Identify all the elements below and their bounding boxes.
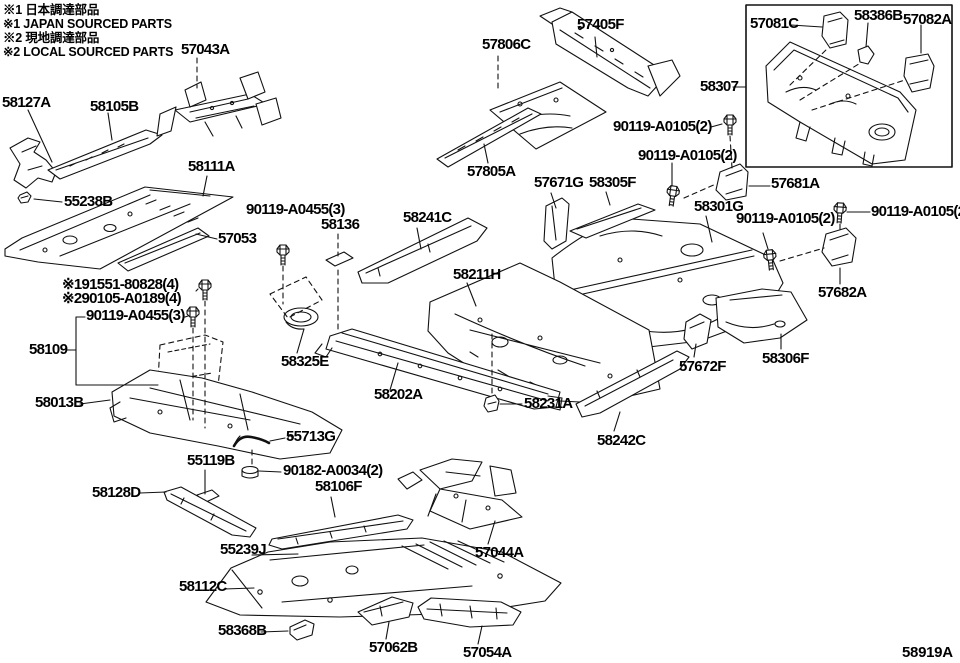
part-58241c — [357, 217, 488, 284]
part-58128d — [163, 486, 257, 538]
label-57405f: 57405F — [577, 16, 624, 33]
part-57062b — [357, 596, 414, 626]
label-58306f: 58306F — [762, 350, 809, 367]
label-57681a: 57681A — [771, 175, 820, 192]
label-58241c: 58241C — [403, 209, 452, 226]
leader-lines — [27, 22, 922, 645]
part-58202a — [314, 328, 563, 411]
label-57054a: 57054A — [463, 644, 512, 661]
legend-line-4: ※2 LOCAL SOURCED PARTS — [3, 45, 174, 59]
part-57672f — [683, 313, 712, 350]
label-58231a: 58231A — [524, 395, 573, 412]
part-57043a — [156, 71, 282, 137]
diagram-code: 58919A — [902, 644, 953, 661]
label-55119b: 55119B — [187, 452, 235, 469]
label-57062b: 57062B — [369, 639, 418, 656]
label-58211h: 58211H — [453, 266, 501, 283]
label-55238b: 55238B — [64, 193, 113, 210]
label-58202a: 58202A — [374, 386, 423, 403]
label-90119-a0105-1: 90119-A0105(2) — [613, 118, 712, 135]
part-57682a — [821, 227, 857, 267]
label-57671g: 57671G — [534, 174, 584, 191]
label-55239j: 55239J — [220, 541, 267, 558]
label-58307: 58307 — [700, 78, 739, 95]
part-57405f — [539, 7, 681, 97]
part-57671g — [543, 197, 570, 250]
label-57082a: 57082A — [903, 11, 952, 28]
label-91551-80828: ※191551-80828(4) — [62, 276, 179, 293]
part-58106f — [268, 514, 414, 550]
label-55713g: 55713G — [286, 428, 336, 445]
part-57044a — [397, 458, 523, 530]
label-58013b: 58013B — [35, 394, 84, 411]
part-58231a — [483, 394, 500, 413]
label-90119-a0105-4: 90119-A0105(2) — [871, 203, 960, 220]
label-58325e: 58325E — [281, 353, 329, 370]
part-58111a-under-cover — [4, 186, 234, 270]
label-58128d: 58128D — [92, 484, 141, 501]
part-57681a — [715, 163, 749, 201]
label-58105b: 58105B — [90, 98, 139, 115]
part-57805a — [436, 107, 542, 168]
part-90182-nut — [241, 465, 259, 479]
label-58136: 58136 — [321, 216, 360, 233]
part-58368b — [289, 619, 315, 641]
label-57682a: 57682A — [818, 284, 867, 301]
label-58127a: 58127A — [2, 94, 51, 111]
part-58306f — [715, 288, 808, 344]
label-57053: 57053 — [218, 230, 257, 247]
label-90182-a0034: 90182-A0034(2) — [283, 462, 383, 479]
legend-line-3: ※2 現地調達部品 — [3, 31, 100, 45]
part-58127a — [9, 137, 57, 189]
label-58242c: 58242C — [597, 432, 646, 449]
label-58106f: 58106F — [315, 478, 362, 495]
label-90105-a0189: ※290105-A0189(4) — [62, 290, 182, 307]
label-90119-a0455-2: 90119-A0455(3) — [86, 307, 185, 324]
label-57081c: 57081C — [750, 15, 799, 32]
part-58242c — [575, 350, 690, 418]
label-58386b: 58386B — [854, 7, 903, 24]
part-55713g — [232, 435, 271, 448]
legend-line-1: ※1 日本調達部品 — [3, 3, 100, 17]
part-58105b — [47, 129, 163, 180]
label-58368b: 58368B — [218, 622, 267, 639]
label-58112c: 58112C — [179, 578, 227, 595]
label-57672f: 57672F — [679, 358, 726, 375]
label-90119-a0455-1: 90119-A0455(3) — [246, 201, 345, 218]
label-57044a: 57044A — [475, 544, 524, 561]
label-57805a: 57805A — [467, 163, 516, 180]
part-58307-box — [745, 4, 953, 168]
part-58305f — [569, 203, 656, 239]
label-58301g: 58301G — [694, 198, 744, 215]
label-58305f: 58305F — [589, 174, 636, 191]
part-58112c-57044a-pan — [205, 537, 562, 618]
part-57054a — [417, 597, 522, 628]
part-58325e — [283, 307, 319, 330]
sourcing-legend: ※1 日本調達部品 ※1 JAPAN SOURCED PARTS ※2 現地調達… — [3, 3, 173, 59]
legend-line-2: ※1 JAPAN SOURCED PARTS — [3, 17, 172, 31]
label-57043a: 57043A — [181, 41, 230, 58]
dashed-lines — [192, 55, 841, 465]
label-57806c: 57806C — [482, 36, 531, 53]
part-57053 — [117, 227, 210, 272]
label-90119-a0105-2: 90119-A0105(2) — [638, 147, 737, 164]
label-58111a: 58111A — [188, 158, 235, 175]
label-58109: 58109 — [29, 341, 68, 358]
label-90119-a0105-3: 90119-A0105(2) — [736, 210, 835, 227]
